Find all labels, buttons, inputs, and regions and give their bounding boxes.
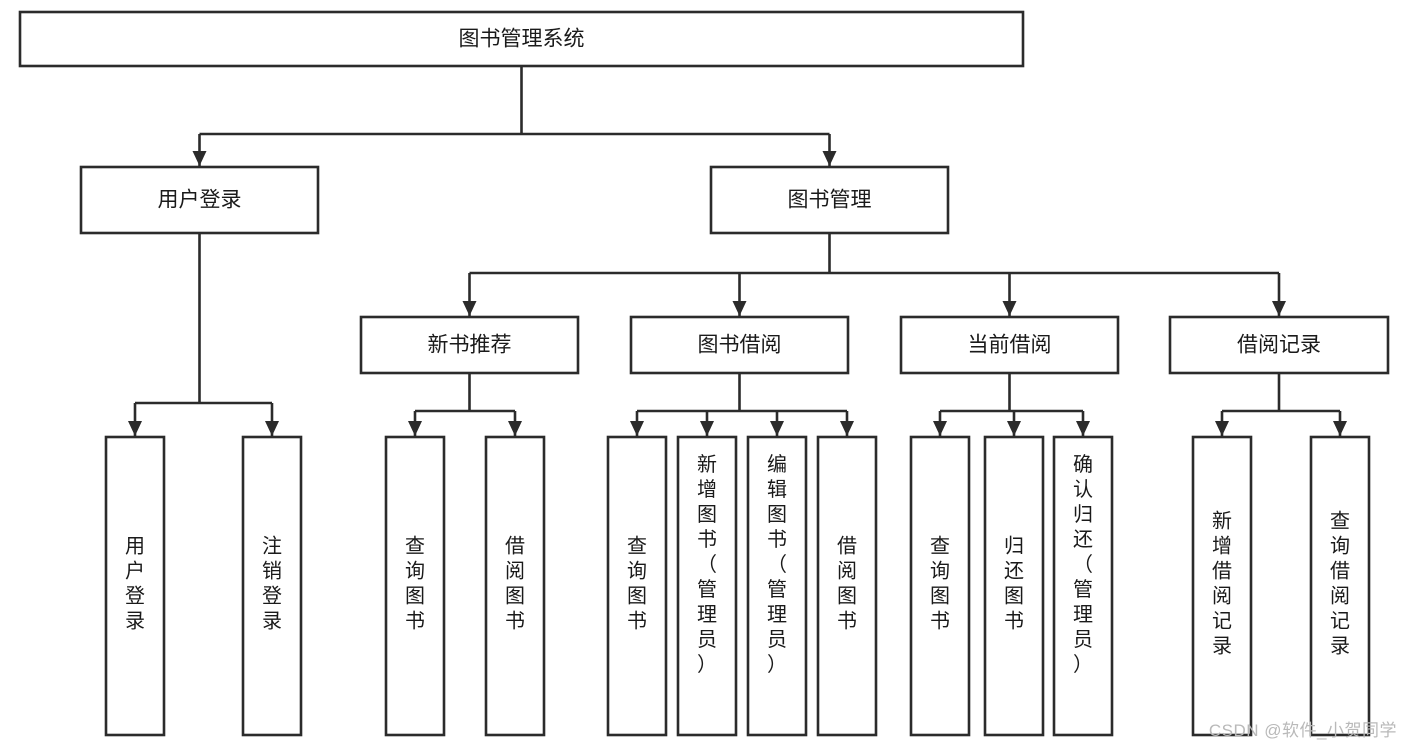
arrow-head-icon	[700, 421, 714, 436]
node-book-borrow[interactable]: 图书借阅	[629, 315, 850, 375]
arrow-head-icon	[1215, 421, 1229, 436]
node-label-query-book-2: 查询图书	[627, 535, 647, 633]
node-label-query-book-3: 查询图书	[930, 535, 950, 633]
arrow-head-icon	[408, 421, 422, 436]
node-book-management[interactable]: 图书管理	[709, 165, 950, 235]
arrow-head-icon	[1007, 421, 1021, 436]
node-label-confirm-return-admin: 确认归还（管理员）	[1073, 453, 1093, 676]
node-query-book-3[interactable]: 查询图书	[909, 435, 971, 737]
node-box-query-borrow-record	[1309, 435, 1371, 737]
node-label-query-book-1: 查询图书	[405, 535, 425, 633]
node-label-return-book: 归还图书	[1004, 535, 1024, 633]
node-box-book-borrow	[629, 315, 850, 375]
node-box-user-login	[79, 165, 320, 235]
arrow-head-icon	[1002, 301, 1017, 316]
node-query-book-1[interactable]: 查询图书	[384, 435, 446, 737]
node-query-borrow-record[interactable]: 查询借阅记录	[1309, 435, 1371, 737]
node-box-confirm-return-admin	[1052, 435, 1114, 737]
node-add-book-admin[interactable]: 新增图书（管理员）	[676, 435, 738, 737]
node-box-book-management	[709, 165, 950, 235]
node-box-root	[18, 10, 1025, 68]
node-box-query-book-3	[909, 435, 971, 737]
node-label-current-borrow: 当前借阅	[968, 334, 1052, 357]
arrow-head-icon	[192, 151, 207, 166]
arrow-head-icon	[840, 421, 854, 436]
node-new-book-recommend[interactable]: 新书推荐	[359, 315, 580, 375]
node-label-user-login-do: 用户登录	[125, 536, 145, 633]
node-query-book-2[interactable]: 查询图书	[606, 435, 668, 737]
node-borrow-book-2[interactable]: 借阅图书	[816, 435, 878, 737]
node-label-new-book-recommend: 新书推荐	[428, 334, 512, 357]
node-box-edit-book-admin	[746, 435, 808, 737]
node-box-borrow-book-2	[816, 435, 878, 737]
arrow-head-icon	[128, 421, 142, 436]
node-box-query-book-1	[384, 435, 446, 737]
node-label-book-borrow: 图书借阅	[698, 334, 782, 357]
node-label-user-login: 用户登录	[158, 189, 242, 212]
arrow-head-icon	[822, 151, 837, 166]
node-box-current-borrow	[899, 315, 1120, 375]
node-edit-book-admin[interactable]: 编辑图书（管理员）	[746, 435, 808, 737]
node-box-borrow-record	[1168, 315, 1390, 375]
node-label-query-borrow-record: 查询借阅记录	[1330, 510, 1350, 658]
node-box-user-login-do	[104, 435, 166, 737]
node-box-return-book	[983, 435, 1045, 737]
node-box-add-book-admin	[676, 435, 738, 737]
node-label-add-borrow-record: 新增借阅记录	[1212, 510, 1232, 658]
node-box-query-book-2	[606, 435, 668, 737]
arrow-head-icon	[1272, 301, 1286, 316]
node-root[interactable]: 图书管理系统	[18, 10, 1025, 68]
arrow-head-icon	[462, 301, 477, 316]
node-box-new-book-recommend	[359, 315, 580, 375]
node-label-add-book-admin: 新增图书（管理员）	[697, 453, 717, 676]
node-label-borrow-book-1: 借阅图书	[505, 535, 525, 633]
arrow-head-icon	[732, 301, 747, 316]
node-label-root: 图书管理系统	[459, 28, 585, 51]
node-user-login[interactable]: 用户登录	[79, 165, 320, 235]
node-user-login-do[interactable]: 用户登录	[104, 435, 166, 737]
arrow-head-icon	[770, 421, 784, 436]
node-return-book[interactable]: 归还图书	[983, 435, 1045, 737]
node-current-borrow[interactable]: 当前借阅	[899, 315, 1120, 375]
node-add-borrow-record[interactable]: 新增借阅记录	[1191, 435, 1253, 737]
node-box-add-borrow-record	[1191, 435, 1253, 737]
node-label-edit-book-admin: 编辑图书（管理员）	[767, 453, 787, 676]
connector-layer	[128, 66, 1347, 436]
arrow-head-icon	[1076, 421, 1090, 436]
arrow-head-icon	[265, 421, 279, 436]
arrow-head-icon	[1333, 421, 1347, 436]
node-layer: 图书管理系统用户登录用户登录注销登录图书管理新书推荐查询图书借阅图书图书借阅查询…	[18, 10, 1390, 737]
node-borrow-record[interactable]: 借阅记录	[1168, 315, 1390, 375]
node-borrow-book-1[interactable]: 借阅图书	[484, 435, 546, 737]
arrow-head-icon	[508, 421, 522, 436]
node-box-borrow-book-1	[484, 435, 546, 737]
arrow-head-icon	[933, 421, 947, 436]
arrow-head-icon	[630, 421, 644, 436]
node-label-borrow-record: 借阅记录	[1237, 334, 1321, 357]
node-label-user-logout: 注销登录	[262, 535, 282, 633]
node-label-book-management: 图书管理	[788, 189, 872, 212]
node-user-logout[interactable]: 注销登录	[241, 435, 303, 737]
node-box-user-logout	[241, 435, 303, 737]
node-label-borrow-book-2: 借阅图书	[837, 535, 857, 633]
node-confirm-return-admin[interactable]: 确认归还（管理员）	[1052, 435, 1114, 737]
